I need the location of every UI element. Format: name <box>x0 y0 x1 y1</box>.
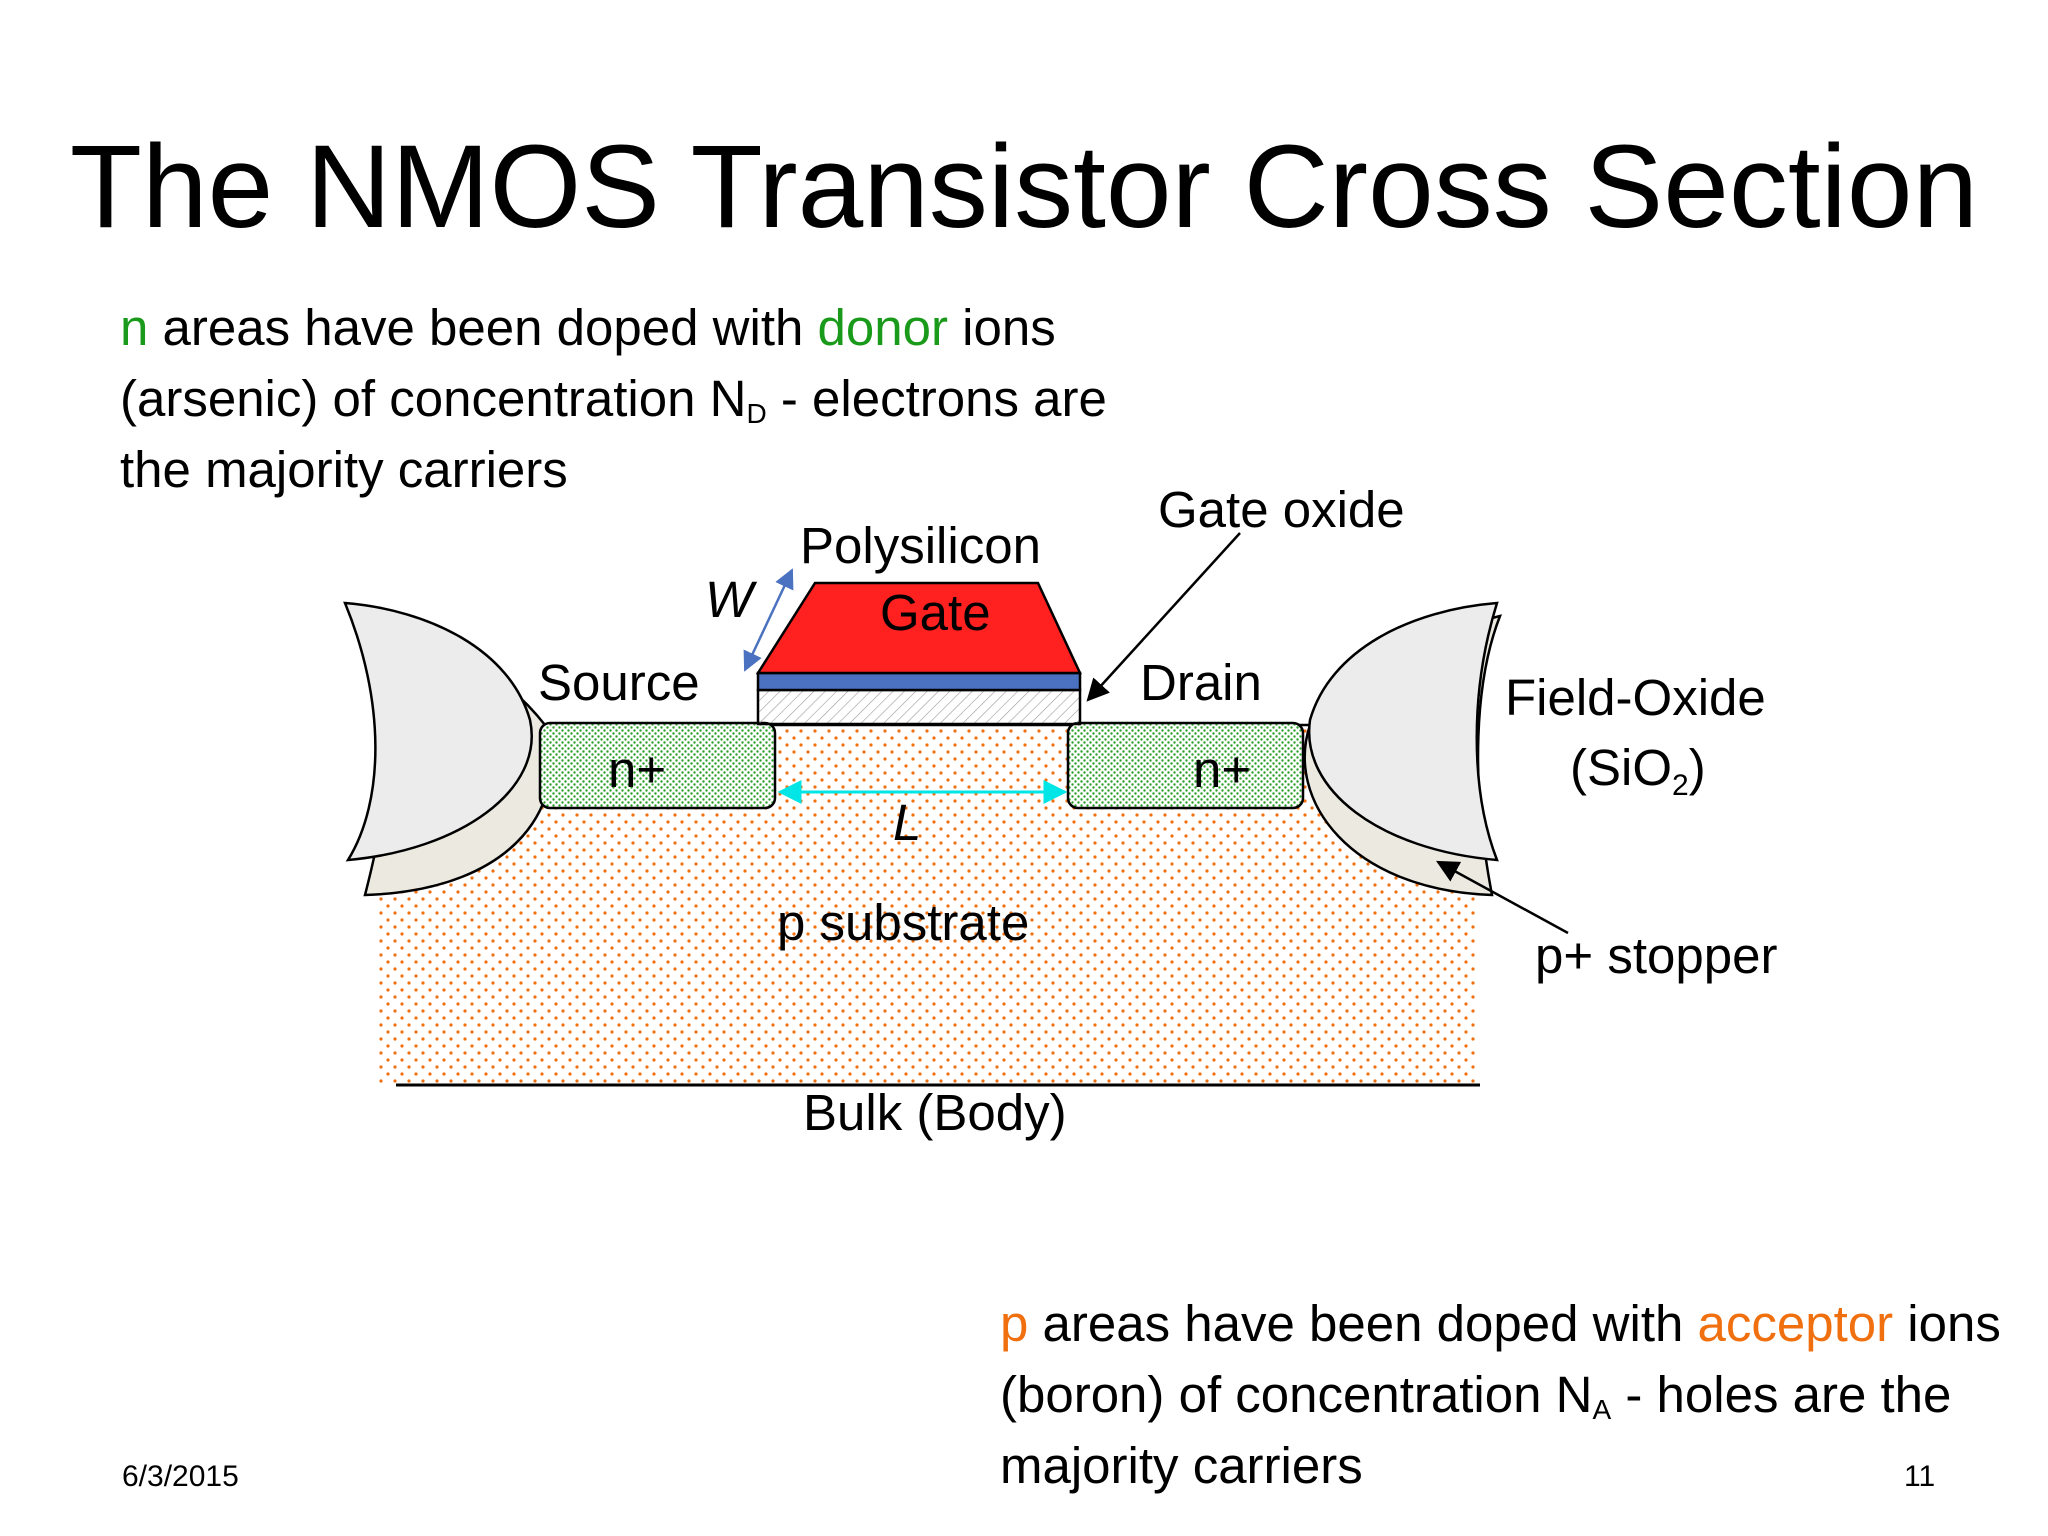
bulk-label: Bulk (Body) <box>803 1084 1067 1141</box>
gate-oxide-label: Gate oxide <box>1158 481 1405 538</box>
n-letter: n <box>120 299 149 356</box>
gate-oxide-pointer <box>1086 532 1241 702</box>
p-para-line3: majority carriers <box>1000 1437 1363 1494</box>
w-dimension-arrow <box>743 568 794 672</box>
n-plus-drain-label: n+ <box>1193 741 1251 798</box>
gate-oxide-hatched <box>756 688 1082 726</box>
n-plus-source-label: n+ <box>608 741 666 798</box>
n-para-line2-post: - electrons are <box>766 370 1107 427</box>
n-plus-drain-region <box>1066 721 1305 810</box>
sio2-post: ) <box>1689 739 1706 796</box>
field-oxide-right <box>1307 601 1499 862</box>
na-subscript: A <box>1592 1394 1612 1425</box>
w-label: W <box>705 571 758 628</box>
n-para-text-1: areas have been doped with <box>148 299 818 356</box>
n-areas-description: n areas have been doped with donor ions … <box>120 292 1107 505</box>
footer-page-number: 11 <box>1904 1460 1936 1493</box>
acceptor-word: acceptor <box>1697 1295 1894 1352</box>
p-para-line2-pre: (boron) of concentration N <box>1000 1366 1593 1423</box>
source-label: Source <box>538 654 700 711</box>
donor-word: donor <box>817 299 948 356</box>
polysilicon-gate <box>755 581 1082 675</box>
p-stopper-pointer <box>1436 860 1569 935</box>
nd-subscript: D <box>746 398 767 429</box>
p-para-text-2: ions <box>1893 1295 2001 1352</box>
drain-label: Drain <box>1140 654 1262 711</box>
slide-title: The NMOS Transistor Cross Section <box>69 121 1979 253</box>
gate-label: Gate <box>880 584 991 641</box>
p-letter: p <box>1000 1295 1029 1352</box>
field-oxide-left <box>343 601 533 862</box>
sio2-pre: (SiO <box>1570 739 1672 796</box>
sio2-subscript: 2 <box>1672 769 1689 802</box>
p-areas-description: p areas have been doped with acceptor io… <box>1000 1288 2001 1501</box>
l-label: L <box>893 794 921 851</box>
n-para-text-2: ions <box>947 299 1056 356</box>
p-para-text-1: areas have been doped with <box>1028 1295 1698 1352</box>
field-oxide-label: Field-Oxide <box>1505 669 1766 726</box>
gate-oxide-layer <box>756 671 1082 692</box>
n-para-line2-pre: (arsenic) of concentration N <box>120 370 747 427</box>
n-para-line3: the majority carriers <box>120 441 568 498</box>
polysilicon-label: Polysilicon <box>800 517 1041 574</box>
footer-date: 6/3/2015 <box>122 1460 239 1493</box>
p-stopper-label: p+ stopper <box>1535 927 1777 984</box>
sio2-label: (SiO2) <box>1570 739 1706 802</box>
p-substrate-label: p substrate <box>777 894 1029 951</box>
n-plus-source-region <box>538 721 777 810</box>
p-para-line2-post: - holes are the <box>1611 1366 1952 1423</box>
